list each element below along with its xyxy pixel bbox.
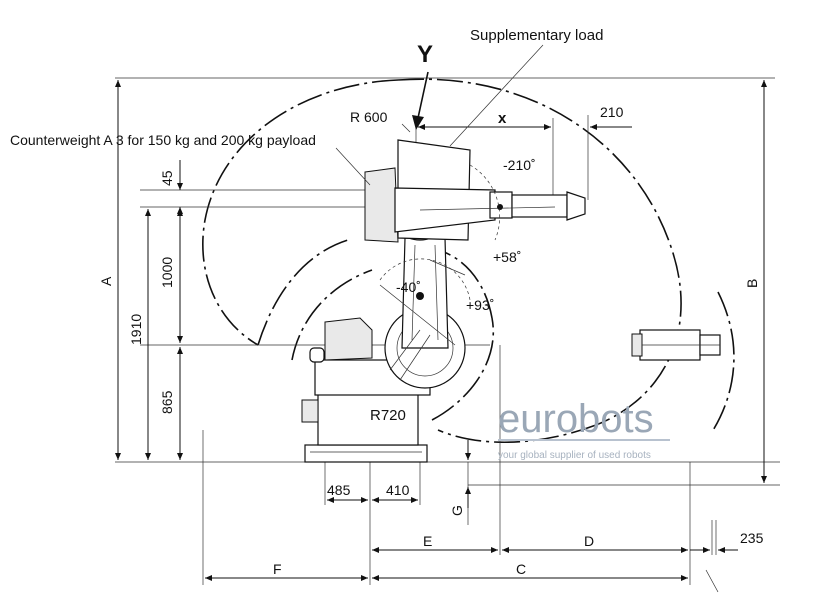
robot-lower-arm [384, 237, 466, 389]
axis-x-label: x [498, 110, 507, 127]
watermark-brand: eurobots [498, 397, 654, 441]
dimension-lines [115, 80, 767, 581]
leader-lines [335, 44, 544, 186]
counterweight-label: Counterweight A 3 for 150 kg and 200 kg … [10, 132, 316, 148]
angle-markers [379, 164, 503, 346]
robot-wrist-alt [631, 329, 721, 361]
watermark-tagline: your global supplier of used robots [498, 450, 651, 461]
dim-letter-d: D [584, 533, 594, 549]
dim-letter-c: C [516, 561, 526, 577]
dim-235: 235 [740, 530, 764, 546]
dim-letter-e: E [423, 533, 432, 549]
dim-letter-g: G [449, 505, 465, 516]
robot-base [301, 359, 431, 463]
robot-upper-arm [364, 139, 586, 243]
dim-865: 865 [159, 390, 175, 414]
view-y-label: Y [417, 41, 433, 68]
dim-letter-f: F [273, 561, 282, 577]
view-y-arrow [412, 71, 429, 130]
dim-410: 410 [386, 482, 410, 498]
angle-plus-58: +58˚ [493, 249, 521, 265]
radius-600-label: R 600 [350, 109, 388, 125]
dim-letter-b: B [744, 279, 760, 288]
dim-485: 485 [327, 482, 351, 498]
angle-minus-210: -210˚ [503, 157, 536, 173]
dim-210: 210 [600, 104, 624, 120]
watermark: eurobots your global supplier of used ro… [498, 397, 670, 461]
angle-plus-93: +93˚ [466, 297, 494, 313]
work-envelope [202, 78, 735, 444]
dim-letter-a: A [98, 276, 114, 286]
angle-minus-40: -40˚ [396, 279, 421, 295]
dim-1910: 1910 [128, 314, 144, 345]
dim-45: 45 [159, 170, 175, 186]
radius-720-label: R720 [370, 407, 406, 424]
counterweight-lower [309, 317, 373, 363]
supplementary-load-label: Supplementary load [470, 27, 603, 44]
dim-1000: 1000 [159, 257, 175, 288]
